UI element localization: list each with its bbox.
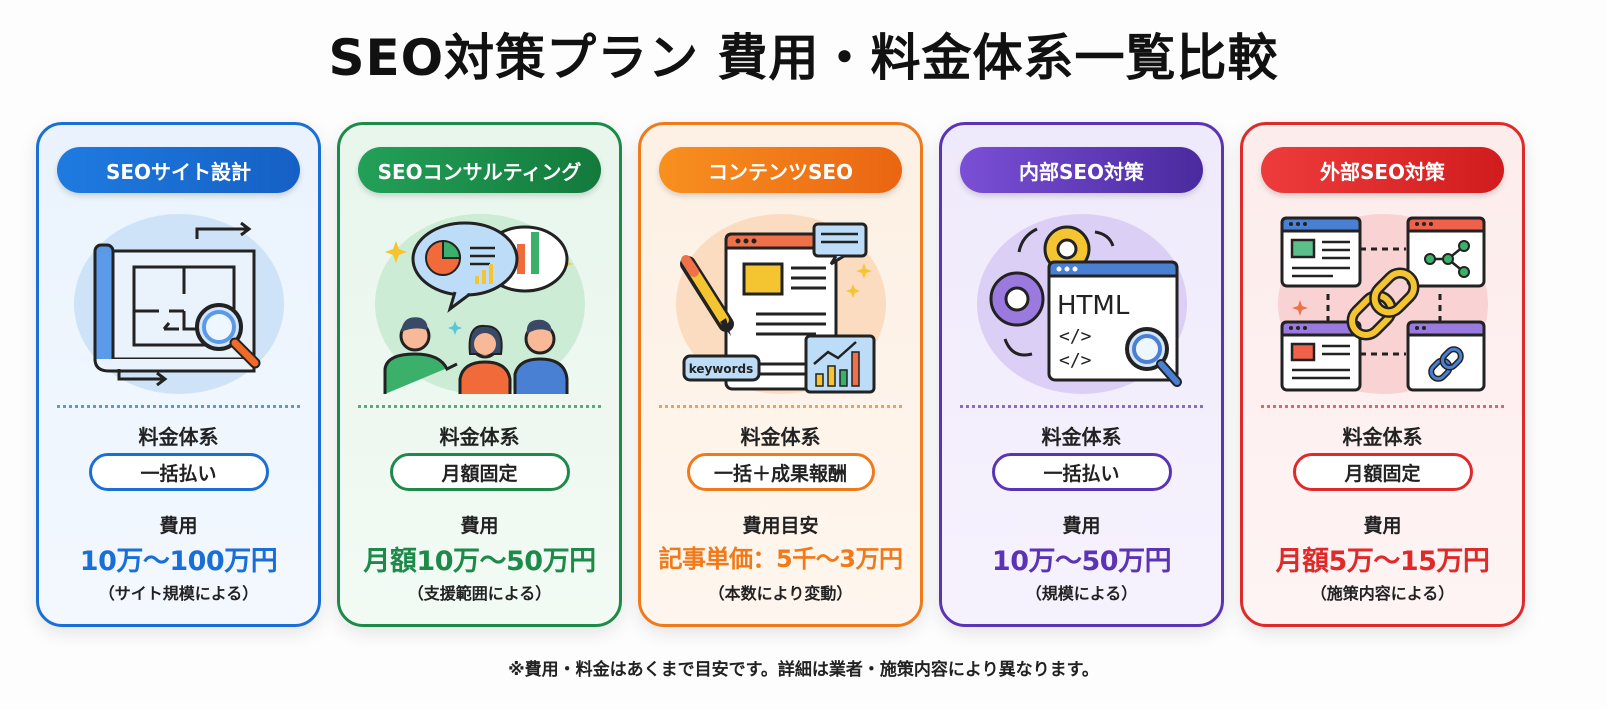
- pricing-type-badge: 月額固定: [389, 453, 570, 491]
- divider: [960, 405, 1203, 408]
- pricing-label: 料金体系: [138, 425, 219, 449]
- cost-label: 費用: [1363, 515, 1402, 537]
- disclaimer-note: ※費用・料金はあくまで目安です。詳細は業者・施策内容により異なります。: [508, 660, 1099, 680]
- plan-card-content-seo: コンテンツSEO keywords: [638, 122, 923, 627]
- pricing-label: 料金体系: [740, 425, 821, 449]
- blueprint-magnifier-icon: [61, 209, 296, 399]
- svg-text:HTML: HTML: [1057, 291, 1130, 321]
- cost-note: （支援範囲による）: [407, 584, 552, 603]
- divider: [358, 405, 601, 408]
- plan-card-internal-seo: 内部SEO対策 HTML </> </>: [939, 122, 1224, 627]
- pricing-type-badge: 一括＋成果報酬: [686, 453, 875, 491]
- cost-value: 記事単価：5千～3万円: [658, 545, 903, 573]
- cost-label: 費用: [159, 515, 198, 537]
- pricing-label: 料金体系: [1342, 425, 1423, 449]
- page-title: SEO対策プラン 費用・料金体系一覧比較: [328, 29, 1279, 87]
- cost-value: 10万～100万円: [79, 546, 278, 577]
- pricing-label: 料金体系: [1041, 425, 1122, 449]
- pricing-type-badge: 月額固定: [1292, 453, 1473, 491]
- card-header: SEOサイト設計: [57, 147, 300, 193]
- cost-value: 10万～50万円: [991, 546, 1172, 577]
- pricing-type-badge: 一括払い: [88, 453, 269, 491]
- plan-card-site-design: SEOサイト設計 料金体系 一括払い 費用: [36, 122, 321, 627]
- content-writing-icon: keywords: [663, 209, 898, 399]
- cost-note: （本数により変動）: [708, 584, 853, 603]
- cost-value: 月額10万～50万円: [363, 546, 596, 577]
- card-header: 外部SEO対策: [1261, 147, 1504, 193]
- plan-cards: SEOサイト設計 料金体系 一括払い 費用: [36, 122, 1525, 627]
- svg-text:keywords: keywords: [688, 362, 753, 376]
- divider: [1261, 405, 1504, 408]
- card-header: 内部SEO対策: [960, 147, 1203, 193]
- cost-note: （規模による）: [1025, 584, 1138, 603]
- cost-note: （施策内容による）: [1310, 584, 1455, 603]
- card-header: コンテンツSEO: [659, 147, 902, 193]
- cost-note: （サイト規模による）: [98, 584, 259, 603]
- divider: [57, 405, 300, 408]
- divider: [659, 405, 902, 408]
- cost-label: 費用目安: [742, 515, 819, 537]
- plan-card-consulting: SEOコンサルティング: [337, 122, 622, 627]
- svg-text:</>: </>: [1059, 326, 1092, 347]
- pricing-label: 料金体系: [439, 425, 520, 449]
- plan-card-external-seo: 外部SEO対策: [1240, 122, 1525, 627]
- cost-label: 費用: [460, 515, 499, 537]
- consulting-people-icon: [362, 209, 597, 399]
- backlink-chain-icon: [1265, 209, 1500, 399]
- cost-label: 費用: [1062, 515, 1101, 537]
- pricing-type-badge: 一括払い: [991, 453, 1172, 491]
- cost-value: 月額5万～15万円: [1275, 546, 1490, 577]
- html-gears-icon: HTML </> </>: [964, 209, 1199, 399]
- svg-text:</>: </>: [1059, 350, 1092, 371]
- card-header: SEOコンサルティング: [358, 147, 601, 193]
